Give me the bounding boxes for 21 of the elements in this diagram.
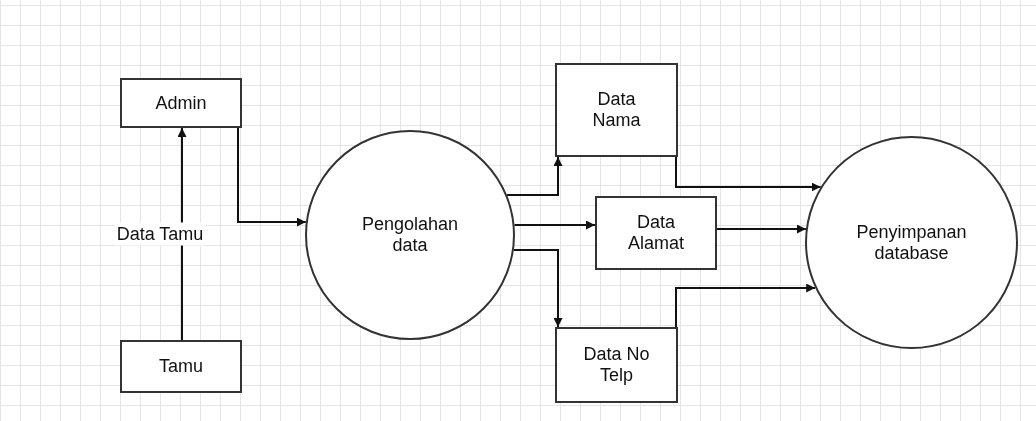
edge-label: Data Tamu [114, 222, 206, 246]
arrow [675, 156, 822, 192]
arrow [506, 156, 563, 196]
node-label: Admin [155, 92, 207, 114]
node-label: Tamu [159, 356, 203, 377]
node-label: Pengolahan data [360, 214, 460, 256]
arrow [177, 127, 187, 341]
node-label: Penyimpanan database [855, 221, 968, 264]
arrow [237, 127, 307, 227]
node-label: Data No Telp [582, 344, 651, 386]
data-box [120, 340, 242, 393]
arrow [675, 283, 817, 328]
data-box [555, 63, 678, 157]
data-box [595, 196, 717, 270]
node-label: Data Alamat [627, 212, 685, 254]
node-label: Data Nama [591, 89, 642, 131]
arrow [513, 220, 596, 230]
arrow [716, 224, 807, 234]
arrow [512, 249, 563, 328]
data-box [120, 78, 242, 128]
data-box [555, 327, 678, 403]
